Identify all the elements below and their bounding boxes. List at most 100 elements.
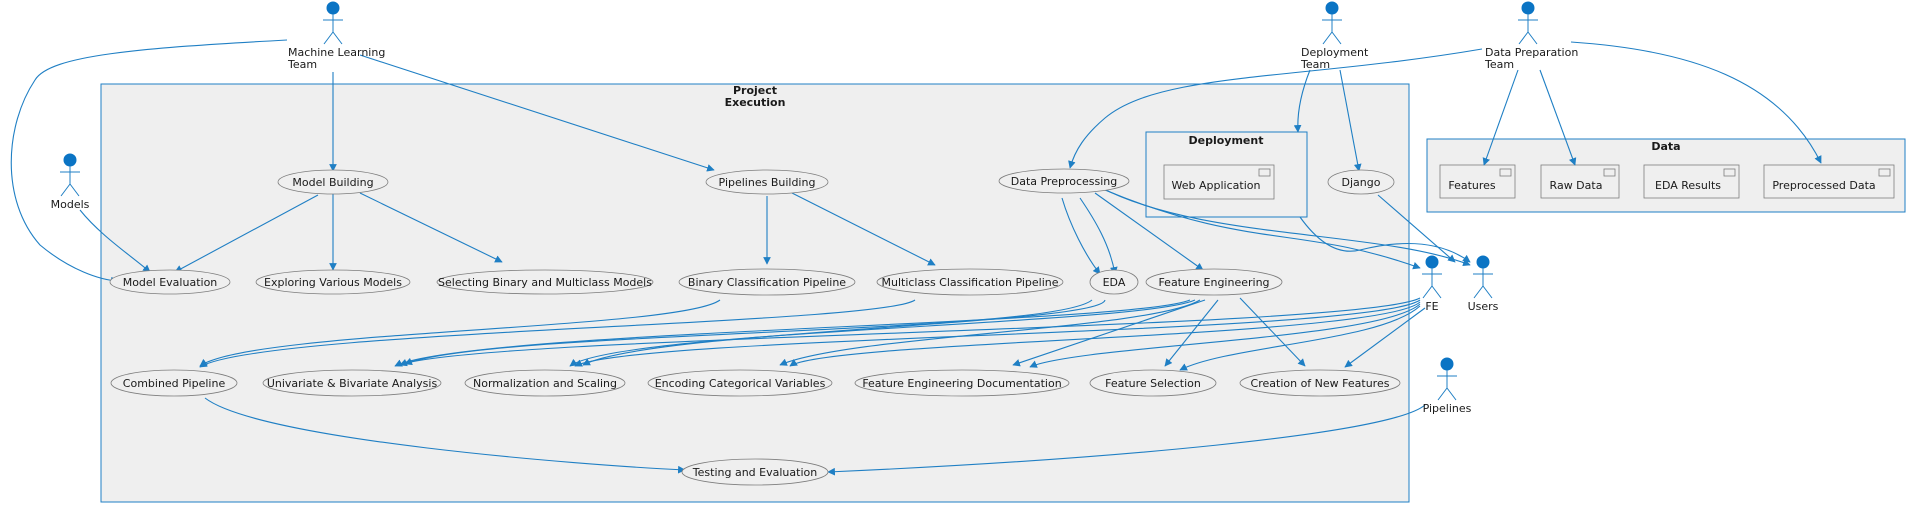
edge-mb-selecting bbox=[359, 192, 503, 263]
edge-deploy-deployment bbox=[1293, 69, 1311, 133]
actor-icon bbox=[1476, 255, 1490, 269]
usecase-data-preprocessing[interactable]: Data Preprocessing bbox=[998, 168, 1130, 194]
edge-feactor-univariate bbox=[399, 297, 1421, 367]
component-raw-data-label: Raw Data bbox=[1550, 179, 1603, 192]
usecase-multiclass-pipeline[interactable]: Multiclass Classification Pipeline bbox=[876, 268, 1064, 296]
usecase-new-features[interactable]: Creation of New Features bbox=[1239, 369, 1401, 397]
actor-models-label: Models bbox=[51, 198, 90, 211]
actor-deployment-label-line2: Team bbox=[1300, 58, 1330, 71]
component-web-application-label: Web Application bbox=[1172, 179, 1261, 192]
usecase-fe-documentation-label: Feature Engineering Documentation bbox=[862, 377, 1061, 390]
usecase-testing-evaluation-label: Testing and Evaluation bbox=[692, 466, 817, 479]
actor-icon bbox=[1440, 357, 1454, 371]
component-features[interactable]: Features bbox=[1439, 164, 1516, 199]
usecase-feature-selection-label: Feature Selection bbox=[1105, 377, 1201, 390]
edge-feactor-selection bbox=[1179, 305, 1421, 371]
component-preprocessed-data[interactable]: Preprocessed Data bbox=[1763, 164, 1895, 199]
actor-icon bbox=[1521, 1, 1535, 15]
usecase-univariate-label: Univariate & Bivariate Analysis bbox=[267, 377, 438, 390]
edge-ml-pipelines-building bbox=[359, 54, 715, 172]
project-frame-title-line2: Execution bbox=[725, 96, 786, 109]
usecase-data-preprocessing-label: Data Preprocessing bbox=[1011, 175, 1118, 188]
actor-users-label: Users bbox=[1468, 300, 1499, 313]
edges bbox=[10, 39, 1822, 476]
project-frame-title-line1: Project bbox=[733, 84, 777, 97]
edge-dpt-preprocessed bbox=[1570, 41, 1822, 164]
usecase-django-label: Django bbox=[1342, 176, 1381, 189]
usecase-model-evaluation[interactable]: Model Evaluation bbox=[109, 269, 231, 295]
usecase-new-features-label: Creation of New Features bbox=[1251, 377, 1390, 390]
edge-dp-eda-b bbox=[1079, 197, 1118, 275]
edge-dpt-raw-data bbox=[1539, 69, 1577, 166]
edge-mb-evaluation bbox=[174, 194, 319, 273]
actor-deployment-team[interactable]: Deployment Team bbox=[1300, 1, 1369, 71]
edge-combined-testing bbox=[204, 397, 686, 474]
actor-fe[interactable]: FE bbox=[1422, 255, 1442, 313]
usecase-binary-pipeline-label: Binary Classification Pipeline bbox=[688, 276, 846, 289]
edge-fe-univariate bbox=[394, 299, 1191, 367]
usecase-exploring-models-label: Exploring Various Models bbox=[264, 276, 402, 289]
edge-pipelines-testing bbox=[827, 404, 1426, 476]
deployment-frame: Deployment Web Application bbox=[1145, 131, 1308, 218]
usecase-feature-engineering-label: Feature Engineering bbox=[1158, 276, 1269, 289]
edge-feactor-normalization bbox=[574, 299, 1421, 367]
actor-fe-label: FE bbox=[1425, 300, 1438, 313]
component-raw-data[interactable]: Raw Data bbox=[1540, 164, 1620, 199]
usecase-eda[interactable]: EDA bbox=[1089, 269, 1139, 295]
actor-deployment-label-line1: Deployment bbox=[1301, 46, 1369, 59]
usecase-eda-label: EDA bbox=[1103, 276, 1126, 289]
edge-fe-new-features bbox=[1239, 297, 1306, 367]
usecase-model-evaluation-label: Model Evaluation bbox=[123, 276, 218, 289]
actor-machine-learning-team[interactable]: Machine Learning Team bbox=[287, 1, 385, 71]
edge-multiclass-combined bbox=[199, 299, 916, 368]
actor-icon bbox=[326, 1, 340, 15]
usecase-combined-pipeline-label: Combined Pipeline bbox=[123, 377, 226, 390]
component-eda-results-label: EDA Results bbox=[1655, 179, 1721, 192]
usecase-normalization-label: Normalization and Scaling bbox=[473, 377, 617, 390]
usecase-normalization[interactable]: Normalization and Scaling bbox=[464, 369, 626, 397]
usecase-pipelines-building[interactable]: Pipelines Building bbox=[705, 169, 829, 195]
actor-icon bbox=[63, 153, 77, 167]
usecase-binary-pipeline[interactable]: Binary Classification Pipeline bbox=[678, 268, 856, 296]
edge-ml-model-evaluation bbox=[10, 39, 288, 285]
data-frame: Data Features Raw Data EDA Results Prepr… bbox=[1426, 138, 1906, 213]
edge-dp-eda-a bbox=[1061, 197, 1101, 275]
component-features-label: Features bbox=[1448, 179, 1496, 192]
usecase-selecting-models-label: Selecting Binary and Multiclass Models bbox=[438, 276, 652, 289]
component-web-application[interactable]: Web Application bbox=[1163, 164, 1275, 200]
usecase-feature-selection[interactable]: Feature Selection bbox=[1089, 369, 1217, 397]
usecase-django[interactable]: Django bbox=[1327, 169, 1395, 195]
component-preprocessed-data-label: Preprocessed Data bbox=[1772, 179, 1875, 192]
edge-fe-normalization bbox=[569, 299, 1196, 367]
actor-models[interactable]: Models bbox=[51, 153, 90, 211]
component-eda-results[interactable]: EDA Results bbox=[1643, 164, 1740, 199]
actor-pipelines[interactable]: Pipelines bbox=[1423, 357, 1472, 415]
usecase-feature-engineering[interactable]: Feature Engineering bbox=[1145, 268, 1283, 296]
edge-dpt-features bbox=[1482, 69, 1519, 166]
usecase-combined-pipeline[interactable]: Combined Pipeline bbox=[110, 369, 238, 397]
edge-pb-multiclass bbox=[791, 192, 936, 266]
edge-eda-normalization bbox=[582, 299, 1106, 366]
actor-users[interactable]: Users bbox=[1468, 255, 1499, 313]
actor-data-prep-label-line2: Team bbox=[1484, 58, 1514, 71]
edge-dp-users bbox=[1099, 186, 1471, 267]
actor-pipelines-label: Pipelines bbox=[1423, 402, 1472, 415]
usecase-model-building[interactable]: Model Building bbox=[277, 169, 389, 195]
usecase-testing-evaluation[interactable]: Testing and Evaluation bbox=[681, 458, 829, 486]
data-frame-title: Data bbox=[1651, 140, 1680, 153]
actor-data-preparation-team[interactable]: Data Preparation Team bbox=[1484, 1, 1578, 71]
actor-icon bbox=[1425, 255, 1439, 269]
usecase-encoding-label: Encoding Categorical Variables bbox=[655, 377, 826, 390]
usecase-univariate[interactable]: Univariate & Bivariate Analysis bbox=[262, 369, 442, 397]
edge-dpt-data-preprocessing bbox=[1068, 48, 1483, 169]
actor-data-prep-label-line1: Data Preparation bbox=[1485, 46, 1578, 59]
edge-feactor-new-features bbox=[1344, 307, 1426, 368]
edge-deploy-django bbox=[1339, 69, 1362, 172]
usecase-fe-documentation[interactable]: Feature Engineering Documentation bbox=[854, 369, 1070, 397]
edge-dp-feature-engineering bbox=[1094, 192, 1204, 271]
usecase-pipelines-building-label: Pipelines Building bbox=[719, 176, 816, 189]
usecase-exploring-models[interactable]: Exploring Various Models bbox=[255, 269, 411, 295]
usecase-encoding[interactable]: Encoding Categorical Variables bbox=[647, 369, 833, 397]
usecase-selecting-models[interactable]: Selecting Binary and Multiclass Models bbox=[436, 269, 654, 295]
usecase-multiclass-pipeline-label: Multiclass Classification Pipeline bbox=[881, 276, 1058, 289]
